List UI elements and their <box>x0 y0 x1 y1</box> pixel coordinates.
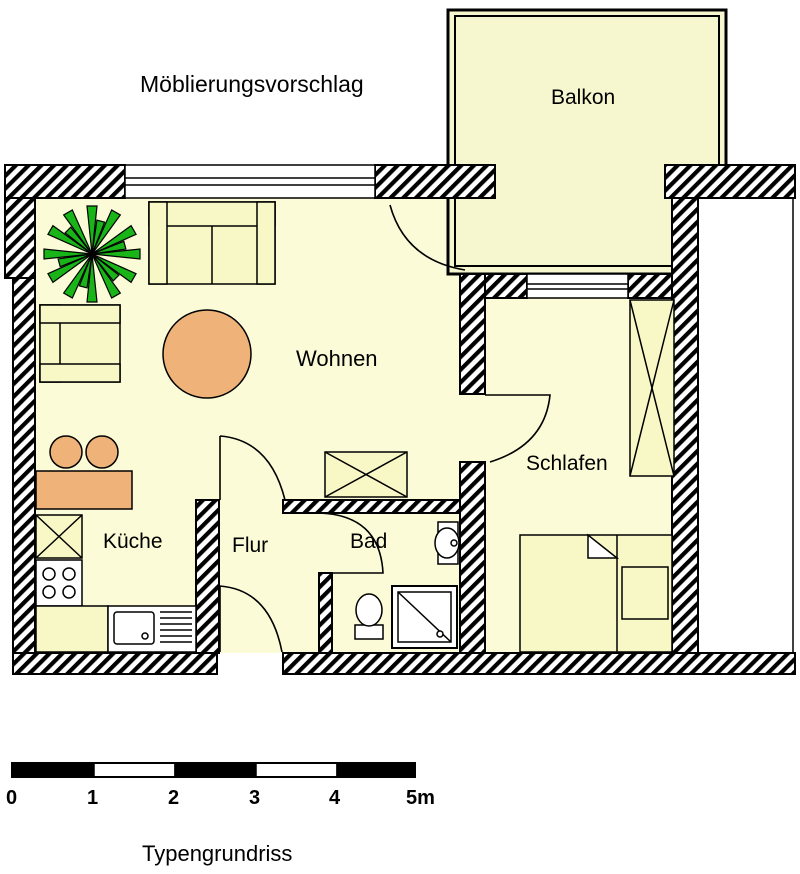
round-table-icon <box>162 309 252 399</box>
sink-icon <box>107 605 197 653</box>
balcony-door-swing <box>389 204 466 271</box>
scale-tick-2: 2 <box>168 787 179 809</box>
room-label-schlafen: Schlafen <box>526 452 608 475</box>
washbasin-icon <box>434 521 460 565</box>
plant-icon <box>43 205 141 303</box>
toilet-icon <box>354 593 384 640</box>
kitchen-counter-icon <box>35 605 109 653</box>
flur-door-swing <box>219 435 286 501</box>
walls <box>4 164 796 675</box>
windows <box>124 164 629 299</box>
furniture <box>35 201 675 653</box>
bad-door-swing <box>318 512 384 574</box>
stove-icon <box>35 559 83 607</box>
room-label-wohnen: Wohnen <box>296 346 378 371</box>
scale-bar <box>11 762 416 778</box>
scale-tick-3: 3 <box>249 787 260 809</box>
scale-tick-0: 0 <box>6 787 17 809</box>
dining-counter-icon <box>35 470 133 510</box>
bedroom-door-swing <box>485 394 551 463</box>
plan-caption: Typengrundriss <box>142 841 292 866</box>
scale-tick-5: 5m <box>406 787 435 809</box>
doors <box>219 204 551 653</box>
stool-icon <box>49 435 83 469</box>
room-label-kueche: Küche <box>103 530 163 553</box>
scale-tick-4: 4 <box>329 787 341 809</box>
page-title: Möblierungsvorschlag <box>140 71 364 97</box>
fridge-icon <box>35 514 83 559</box>
scale-ticks: 0 1 2 3 4 5m <box>6 787 435 809</box>
wardrobe-icon <box>629 299 675 477</box>
washing-machine-icon <box>324 451 408 498</box>
stool-icon <box>85 435 119 469</box>
scale-tick-1: 1 <box>87 787 98 809</box>
bed-icon <box>519 533 673 653</box>
armchair-icon <box>39 304 121 383</box>
room-label-balkon: Balkon <box>551 86 615 109</box>
entrance-door-swing <box>219 585 283 653</box>
shower-icon <box>391 585 458 649</box>
room-label-bad: Bad <box>350 530 387 553</box>
sofa-icon <box>148 201 276 285</box>
room-label-flur: Flur <box>232 534 268 557</box>
